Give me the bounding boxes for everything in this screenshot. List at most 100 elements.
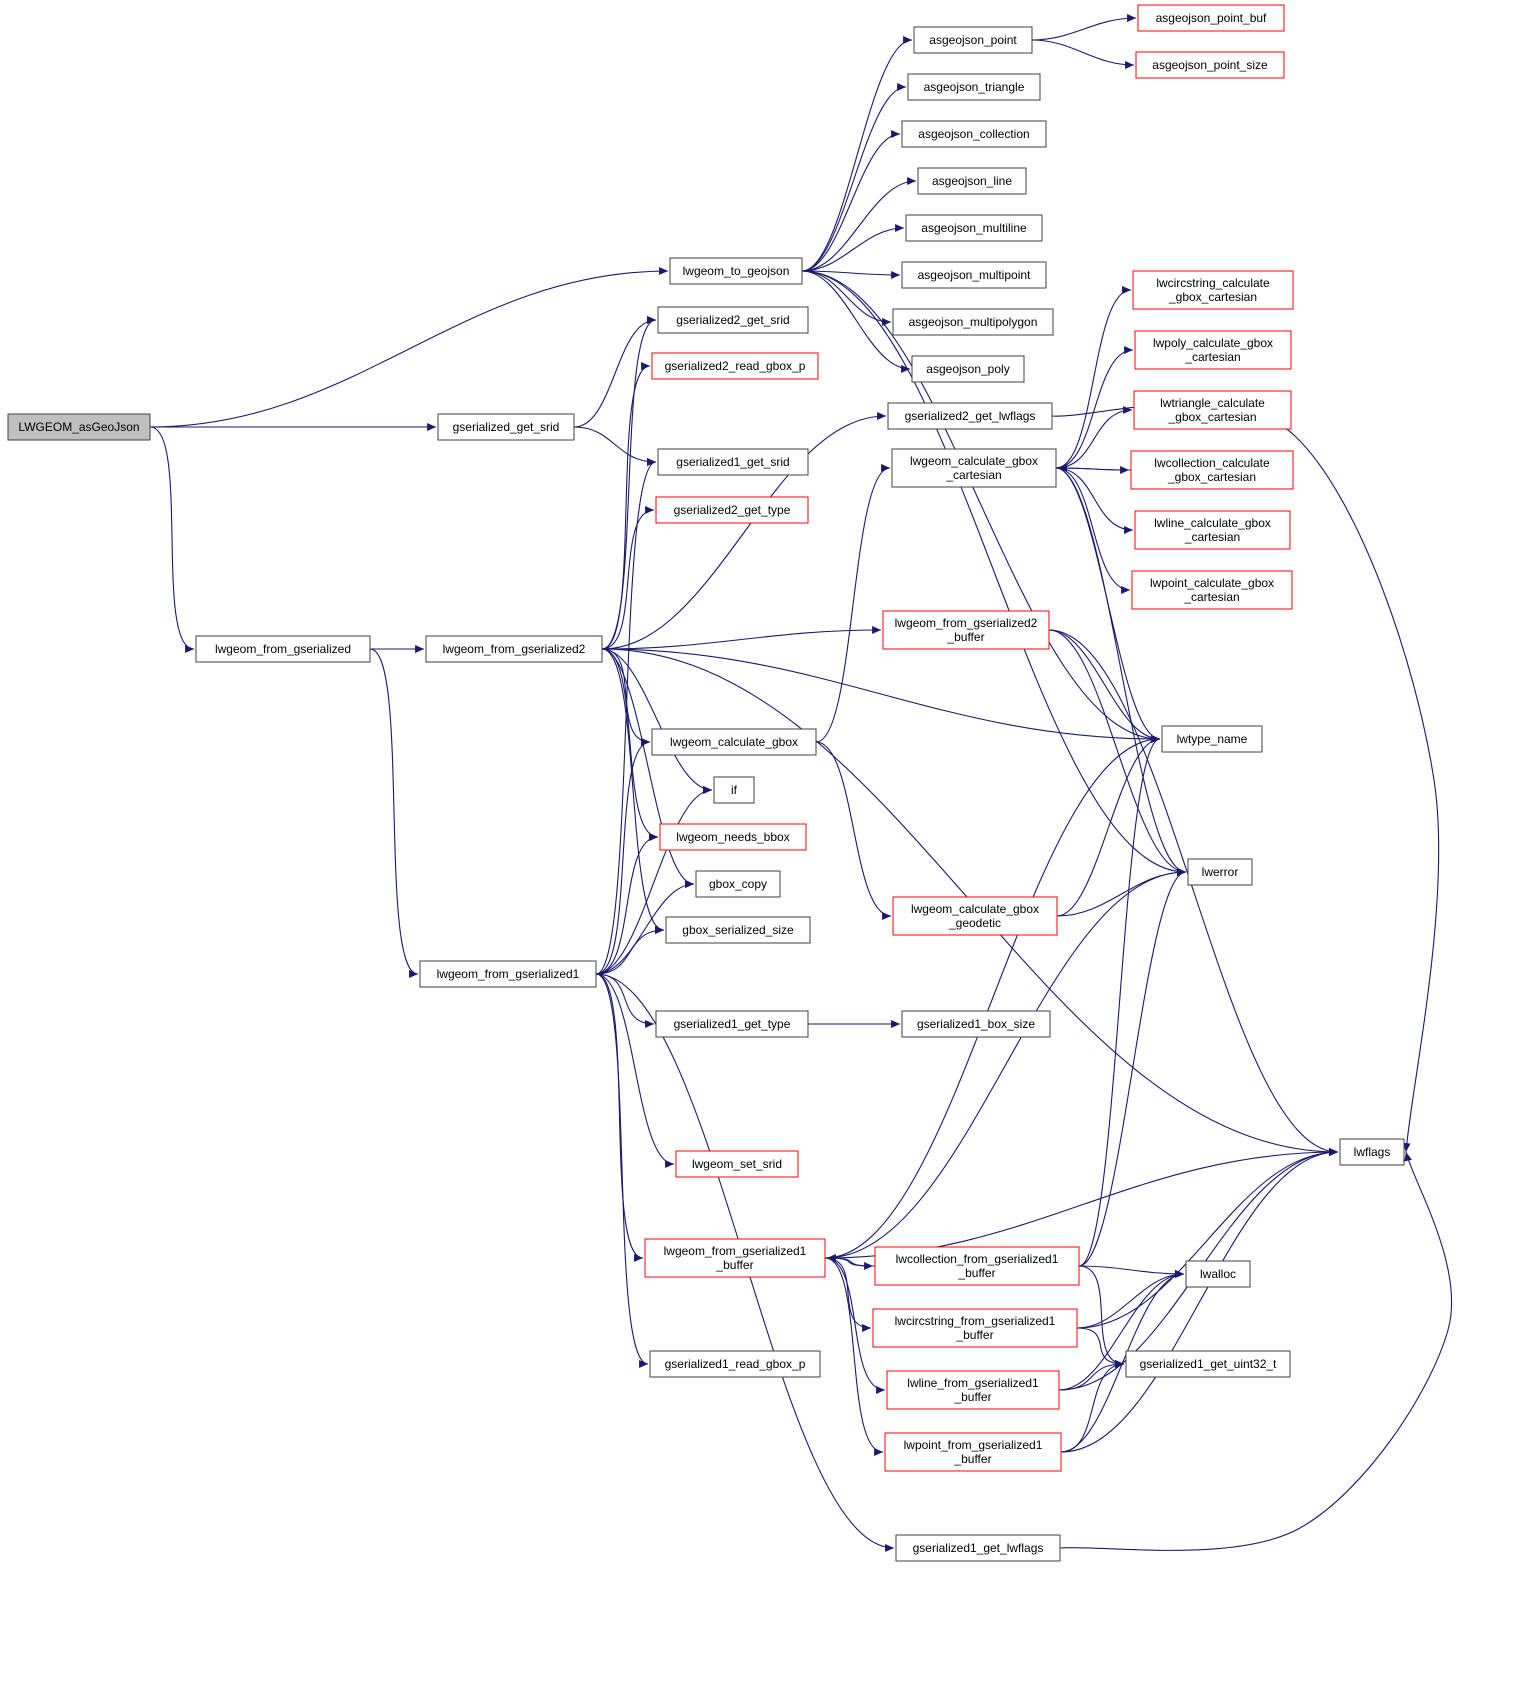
- node-aj_poly[interactable]: asgeojson_poly: [911, 355, 1025, 383]
- node-box-g2_srid[interactable]: [657, 306, 809, 334]
- node-aj_multiline[interactable]: asgeojson_multiline: [905, 214, 1043, 242]
- node-point_buf[interactable]: lwpoint_from_gserialized1_buffer: [884, 1432, 1062, 1472]
- node-line_buf[interactable]: lwline_from_gserialized1_buffer: [886, 1370, 1060, 1410]
- node-box-g1_read_gbox[interactable]: [649, 1350, 821, 1378]
- node-g1_box_size[interactable]: gserialized1_box_size: [901, 1010, 1051, 1038]
- node-lwerror[interactable]: lwerror: [1187, 858, 1253, 886]
- node-lwalloc[interactable]: lwalloc: [1185, 1260, 1251, 1288]
- node-box-to_geojson[interactable]: [669, 257, 803, 285]
- node-from_gs1[interactable]: lwgeom_from_gserialized1: [419, 960, 597, 988]
- node-box-g1_type[interactable]: [655, 1010, 809, 1038]
- node-to_geojson[interactable]: lwgeom_to_geojson: [669, 257, 803, 285]
- node-lwflags[interactable]: lwflags: [1339, 1138, 1405, 1166]
- node-g1_uint32[interactable]: gserialized1_get_uint32_t: [1125, 1350, 1291, 1378]
- node-box-lwerror[interactable]: [1187, 858, 1253, 886]
- node-from_gs[interactable]: lwgeom_from_gserialized: [195, 635, 371, 663]
- node-box-aj_point[interactable]: [913, 26, 1033, 54]
- node-lwtype_name[interactable]: lwtype_name: [1161, 725, 1263, 753]
- node-box-g1_box_size[interactable]: [901, 1010, 1051, 1038]
- node-box-set_srid[interactable]: [675, 1150, 799, 1178]
- node-set_srid[interactable]: lwgeom_set_srid: [675, 1150, 799, 1178]
- node-gbox_copy[interactable]: gbox_copy: [695, 870, 781, 898]
- node-calc_cart[interactable]: lwgeom_calculate_gbox_cartesian: [891, 448, 1057, 488]
- node-box-coll_buf[interactable]: [874, 1246, 1080, 1286]
- node-box-lwflags[interactable]: [1339, 1138, 1405, 1166]
- node-circ_cart[interactable]: lwcircstring_calculate_gbox_cartesian: [1132, 270, 1294, 310]
- node-box-needs_bbox[interactable]: [659, 823, 807, 851]
- node-from_gs1_buf[interactable]: lwgeom_from_gserialized1_buffer: [644, 1238, 826, 1278]
- node-g2_read_gbox[interactable]: gserialized2_read_gbox_p: [651, 352, 819, 380]
- node-box-calc_geodetic[interactable]: [892, 896, 1058, 936]
- node-from_gs2_buf[interactable]: lwgeom_from_gserialized2_buffer: [882, 610, 1050, 650]
- node-box-lwtype_name[interactable]: [1161, 725, 1263, 753]
- node-calc_gbox[interactable]: lwgeom_calculate_gbox: [651, 728, 817, 756]
- node-g1_srid[interactable]: gserialized1_get_srid: [657, 448, 809, 476]
- node-box-g1_lwflags[interactable]: [895, 1534, 1061, 1562]
- node-box-line_buf[interactable]: [886, 1370, 1060, 1410]
- node-g1_lwflags[interactable]: gserialized1_get_lwflags: [895, 1534, 1061, 1562]
- node-label-aj_multipolygon: asgeojson_multipolygon: [909, 315, 1038, 329]
- node-g2_lwflags[interactable]: gserialized2_get_lwflags: [887, 402, 1053, 430]
- node-box-g_get_srid[interactable]: [437, 413, 575, 441]
- node-needs_bbox[interactable]: lwgeom_needs_bbox: [659, 823, 807, 851]
- node-box-g2_lwflags[interactable]: [887, 402, 1053, 430]
- node-box-from_gs2[interactable]: [425, 635, 603, 663]
- node-circ_buf[interactable]: lwcircstring_from_gserialized1_buffer: [872, 1308, 1078, 1348]
- node-box-g1_uint32[interactable]: [1125, 1350, 1291, 1378]
- node-box-g2_type[interactable]: [655, 496, 809, 524]
- node-box-circ_buf[interactable]: [872, 1308, 1078, 1348]
- node-calc_geodetic[interactable]: lwgeom_calculate_gbox_geodetic: [892, 896, 1058, 936]
- node-box-if_node[interactable]: [713, 776, 755, 804]
- node-if_node[interactable]: if: [713, 776, 755, 804]
- node-box-circ_cart[interactable]: [1132, 270, 1294, 310]
- node-coll_cart[interactable]: lwcollection_calculate_gbox_cartesian: [1130, 450, 1294, 490]
- node-box-from_gs1[interactable]: [419, 960, 597, 988]
- node-box-point_cart[interactable]: [1131, 570, 1293, 610]
- node-box-tri_cart[interactable]: [1133, 390, 1292, 430]
- node-line_cart[interactable]: lwline_calculate_gbox_cartesian: [1134, 510, 1291, 550]
- node-box-from_gs2_buf[interactable]: [882, 610, 1050, 650]
- node-g1_type[interactable]: gserialized1_get_type: [655, 1010, 809, 1038]
- node-box-g2_read_gbox[interactable]: [651, 352, 819, 380]
- node-point_cart[interactable]: lwpoint_calculate_gbox_cartesian: [1131, 570, 1293, 610]
- node-box-aj_multipolygon[interactable]: [892, 308, 1054, 336]
- node-box-line_cart[interactable]: [1134, 510, 1291, 550]
- node-from_gs2[interactable]: lwgeom_from_gserialized2: [425, 635, 603, 663]
- node-box-aj_poly[interactable]: [911, 355, 1025, 383]
- node-tri_cart[interactable]: lwtriangle_calculate_gbox_cartesian: [1133, 390, 1292, 430]
- node-aj_point[interactable]: asgeojson_point: [913, 26, 1033, 54]
- node-aj_line[interactable]: asgeojson_line: [917, 167, 1027, 195]
- node-coll_buf[interactable]: lwcollection_from_gserialized1_buffer: [874, 1246, 1080, 1286]
- node-box-from_gs[interactable]: [195, 635, 371, 663]
- node-aj_multipolygon[interactable]: asgeojson_multipolygon: [892, 308, 1054, 336]
- node-g1_read_gbox[interactable]: gserialized1_read_gbox_p: [649, 1350, 821, 1378]
- node-box-lwalloc[interactable]: [1185, 1260, 1251, 1288]
- node-g_get_srid[interactable]: gserialized_get_srid: [437, 413, 575, 441]
- node-box-aj_multipoint[interactable]: [901, 261, 1047, 289]
- node-poly_cart[interactable]: lwpoly_calculate_gbox_cartesian: [1134, 330, 1292, 370]
- node-box-aj_point_size[interactable]: [1135, 51, 1285, 79]
- node-label-root: LWGEOM_asGeoJson: [18, 420, 139, 434]
- node-box-aj_point_buf[interactable]: [1137, 4, 1285, 32]
- node-box-poly_cart[interactable]: [1134, 330, 1292, 370]
- node-box-gbox_ser_size[interactable]: [665, 916, 811, 944]
- node-aj_collection[interactable]: asgeojson_collection: [901, 120, 1047, 148]
- node-aj_multipoint[interactable]: asgeojson_multipoint: [901, 261, 1047, 289]
- node-box-coll_cart[interactable]: [1130, 450, 1294, 490]
- node-g2_type[interactable]: gserialized2_get_type: [655, 496, 809, 524]
- node-box-g1_srid[interactable]: [657, 448, 809, 476]
- node-aj_triangle[interactable]: asgeojson_triangle: [907, 73, 1041, 101]
- node-box-from_gs1_buf[interactable]: [644, 1238, 826, 1278]
- node-gbox_ser_size[interactable]: gbox_serialized_size: [665, 916, 811, 944]
- node-box-aj_multiline[interactable]: [905, 214, 1043, 242]
- node-aj_point_buf[interactable]: asgeojson_point_buf: [1137, 4, 1285, 32]
- node-box-aj_collection[interactable]: [901, 120, 1047, 148]
- node-box-aj_line[interactable]: [917, 167, 1027, 195]
- node-box-aj_triangle[interactable]: [907, 73, 1041, 101]
- node-aj_point_size[interactable]: asgeojson_point_size: [1135, 51, 1285, 79]
- node-g2_srid[interactable]: gserialized2_get_srid: [657, 306, 809, 334]
- node-box-calc_gbox[interactable]: [651, 728, 817, 756]
- node-box-calc_cart[interactable]: [891, 448, 1057, 488]
- node-box-gbox_copy[interactable]: [695, 870, 781, 898]
- node-box-point_buf[interactable]: [884, 1432, 1062, 1472]
